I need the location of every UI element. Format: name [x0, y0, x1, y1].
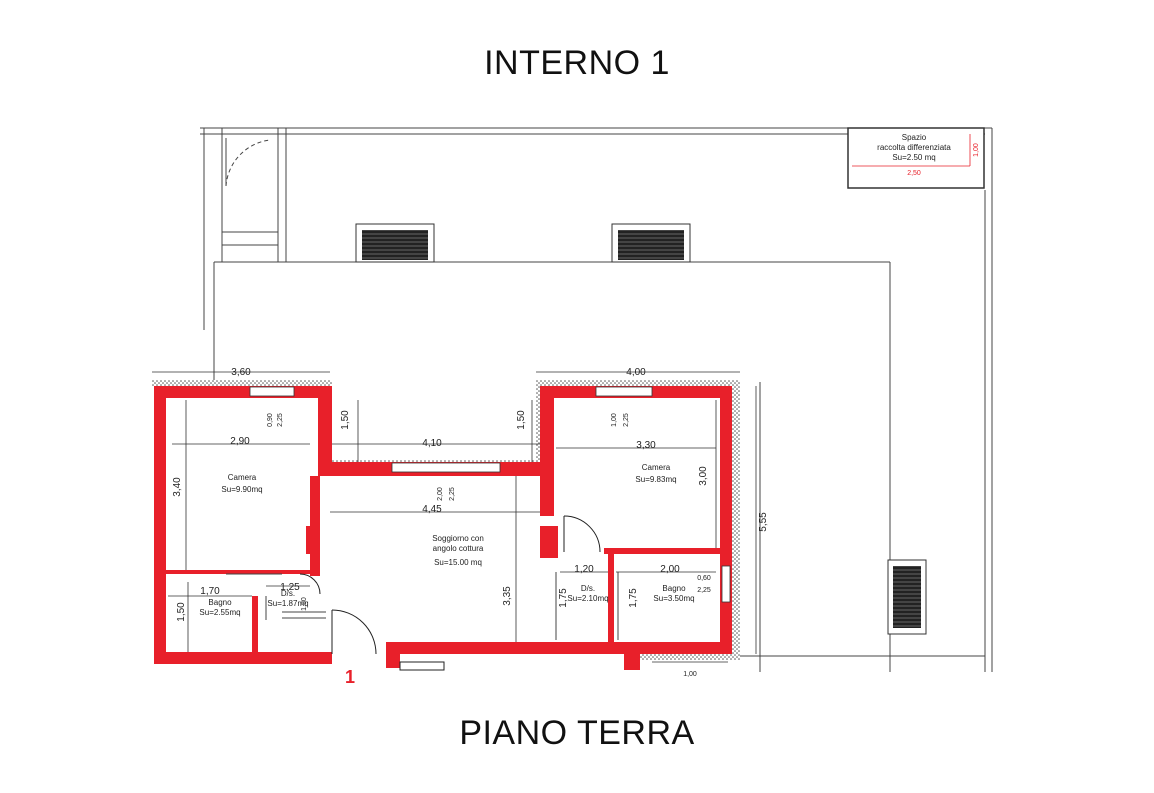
dim-camera-right-height: 3,00 [698, 466, 709, 486]
ventilation-grille-right [887, 559, 927, 635]
room-dis-right-name: D/s. [581, 584, 595, 593]
room-soggiorno-name-2: angolo cottura [433, 544, 484, 553]
room-camera-right-name: Camera [642, 463, 671, 472]
storage-area-label: Su=2.50 mq [892, 153, 935, 162]
surrounding-structure [200, 127, 993, 672]
dim-bagno-left-width: 1,70 [200, 586, 220, 597]
dim-camera-left-width: 2,90 [230, 436, 250, 447]
dim-bagno-right-height: 1,75 [628, 588, 639, 608]
windows [249, 386, 731, 603]
room-bagno-left-name: Bagno [208, 598, 232, 607]
window-left-height: 2,25 [277, 413, 284, 427]
dim-dis-left-width: 1,25 [280, 582, 300, 593]
entrance-marker: 1 [345, 667, 355, 687]
window-bagno-width: 0,60 [697, 575, 711, 582]
dim-right-notch: 1,50 [516, 410, 527, 430]
window-left-width: 0,90 [267, 413, 274, 427]
page-title: INTERNO 1 [484, 44, 670, 82]
apartment-walls [154, 386, 732, 670]
dim-middle-width: 4,10 [422, 438, 442, 449]
dim-soggiorno-width: 4,45 [422, 504, 442, 515]
window-bagno-height: 2,25 [697, 587, 711, 594]
room-dis-left-area: Su=1.87mq [267, 599, 308, 608]
storage-height-label: 1,00 [973, 143, 980, 157]
exterior-wall-hatch [152, 380, 740, 660]
room-soggiorno-name: Soggiorno con [432, 534, 484, 543]
window-middle-width: 2,00 [437, 487, 444, 501]
dim-total-height: 5,55 [758, 512, 769, 532]
ventilation-grille-middle [611, 223, 691, 263]
dim-left-notch: 1,50 [340, 410, 351, 430]
storage-area: Spazio raccolta differenziata Su=2.50 mq… [847, 127, 985, 189]
room-camera-left-area: Su=9.90mq [221, 485, 262, 494]
dim-dis-left-height: 1,50 [301, 597, 308, 611]
dim-dis-right-height: 1,75 [558, 588, 569, 608]
dim-bagno-right-width: 2,00 [660, 564, 680, 575]
dimension-lines [152, 371, 757, 663]
window-middle-height: 2,25 [449, 487, 456, 501]
doors [299, 515, 601, 671]
dim-camera-right-width: 3,30 [636, 440, 656, 451]
room-bagno-right-name: Bagno [662, 584, 686, 593]
dim-bagno-left-height: 1,50 [176, 602, 187, 622]
room-bagno-left-area: Su=2.55mq [199, 608, 240, 617]
dim-bottom-cut: 1,00 [683, 671, 697, 678]
storage-width-label: 2,50 [907, 170, 921, 177]
dim-dis-right-width: 1,20 [574, 564, 594, 575]
room-soggiorno-area: Su=15.00 mq [434, 558, 482, 567]
window-right-height: 2,25 [623, 413, 630, 427]
dim-soggiorno-height: 3,35 [502, 586, 513, 606]
floor-label: PIANO TERRA [459, 714, 695, 752]
room-bagno-right-area: Su=3.50mq [653, 594, 694, 603]
ventilation-grille-left [355, 223, 435, 263]
dim-camera-left-height: 3,40 [172, 477, 183, 497]
storage-name: Spazio [902, 133, 927, 142]
window-right-width: 1,00 [611, 413, 618, 427]
dim-top-right: 4,00 [626, 367, 646, 378]
room-camera-left-name: Camera [228, 473, 257, 482]
room-dis-right-area: Su=2.10mq [567, 594, 608, 603]
dim-top-left: 3,60 [231, 367, 251, 378]
room-camera-right-area: Su=9.83mq [635, 475, 676, 484]
storage-subtitle: raccolta differenziata [877, 143, 951, 152]
interior-details [226, 572, 619, 640]
room-dis-left-name: D/s. [281, 589, 295, 598]
